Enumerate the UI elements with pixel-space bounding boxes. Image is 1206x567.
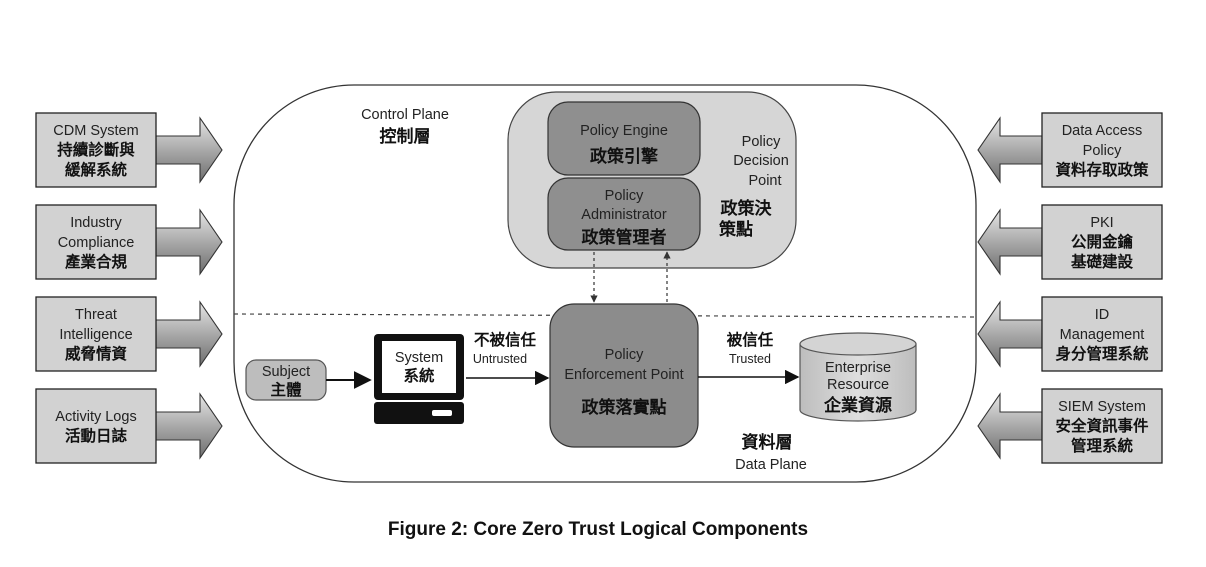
control-plane-label: Control Plane 控制層 [361,107,449,146]
policy-enforcement-point [549,303,699,448]
block-arrow-icon [155,300,223,368]
input-label: Activity Logs [55,409,136,425]
input-box [35,296,157,372]
policy-engine-zh: 政策引擎 [590,146,659,166]
policy-administrator-en-1: Policy [605,188,644,204]
block-arrow-icon [977,300,1043,368]
input-label: 產業合規 [65,252,128,271]
pep-zh: 政策落實點 [582,397,667,417]
data-plane-label: 資料層 Data Plane [735,432,807,473]
block-arrow-icon [155,116,223,184]
svg-text:政策決: 政策決 [721,198,773,218]
input-box [1041,112,1163,188]
policy-engine-en: Policy Engine [580,123,668,139]
block-arrow-icon [155,392,223,460]
block-arrow-icon [977,392,1043,460]
resource-en-2: Resource [827,377,889,393]
input-label: 基礎建設 [1070,252,1134,271]
policy-administrator-en-2: Administrator [581,207,667,223]
figure-caption: Figure 2: Core Zero Trust Logical Compon… [388,519,808,540]
input-label: SIEM System [1058,399,1146,415]
input-label: ID [1095,307,1110,323]
subject-zh: 主體 [270,380,302,399]
database-icon [799,332,917,422]
input-box [35,112,157,188]
input-box [35,388,157,464]
untrusted-en: Untrusted [473,352,527,366]
svg-text:Policy: Policy [742,134,781,150]
input-label: Intelligence [59,327,132,343]
input-label: Data Access [1062,123,1143,139]
input-label: 威脅情資 [65,344,128,363]
svg-text:Decision: Decision [733,153,789,169]
input-label: 身分管理系統 [1055,344,1149,363]
input-box [1041,204,1163,280]
block-arrow-icon [977,116,1043,184]
system-zh: 系統 [403,366,435,385]
input-label: Policy [1083,143,1122,159]
input-box [35,204,157,280]
pep-en-1: Policy [605,347,644,363]
input-label: Management [1060,327,1145,343]
svg-text:Data Plane: Data Plane [735,457,807,473]
input-label: 緩解系統 [65,160,128,179]
input-label: Threat [75,307,117,323]
input-label: 活動日誌 [65,426,128,445]
untrusted-zh: 不被信任 [474,330,537,349]
trusted-zh: 被信任 [727,330,774,349]
policy-administrator [547,177,701,251]
input-label: PKI [1090,215,1113,231]
input-label: Industry [70,215,122,231]
input-label: 資料存取政策 [1055,160,1149,179]
input-box [1041,296,1163,372]
input-label: 管理系統 [1071,436,1134,455]
svg-text:Control Plane: Control Plane [361,107,449,123]
input-label: 持續診斷與 [57,140,135,159]
subject-en: Subject [262,364,310,380]
svg-text:控制層: 控制層 [380,126,431,146]
block-arrow-icon [977,208,1043,276]
block-arrow-icon [155,208,223,276]
pdp-label: Policy Decision Point 政策決 策點 [719,134,789,239]
policy-engine [547,101,701,176]
input-label: 安全資訊事件 [1055,416,1149,435]
input-label: CDM System [53,123,138,139]
computer-icon [374,334,464,424]
input-label: Compliance [58,235,135,251]
trusted-en: Trusted [729,352,771,366]
input-label: 公開金鑰 [1071,232,1134,251]
svg-text:資料層: 資料層 [742,432,793,452]
pep-en-2: Enforcement Point [564,367,683,383]
policy-administrator-zh: 政策管理者 [582,227,667,247]
resource-en-1: Enterprise [825,360,891,376]
system-en: System [395,350,443,366]
resource-zh: 企業資源 [823,395,892,415]
svg-text:Point: Point [748,173,781,189]
svg-text:策點: 策點 [719,219,753,239]
input-box [1041,388,1163,464]
